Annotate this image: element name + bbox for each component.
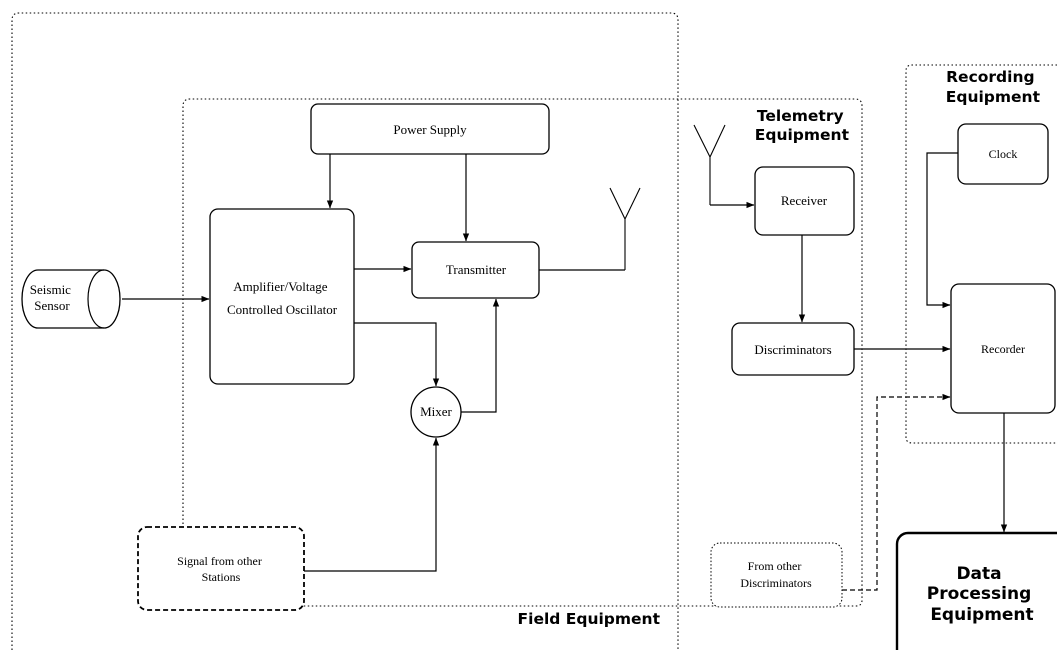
svg-text:Amplifier/Voltage Contro: Amplifier/Voltage Controlled Oscillator: [227, 279, 338, 317]
amplifier-to-mixer-arrow: [354, 322, 440, 387]
transmit-antenna-icon: [609, 187, 641, 270]
discriminators-node: Discriminators: [731, 322, 855, 376]
svg-text:Mixer: Mixer: [420, 404, 452, 419]
mixer-node: Mixer: [410, 386, 462, 438]
field-equipment-region: [11, 12, 679, 650]
transmitter-node: Transmitter: [411, 241, 540, 299]
other-discriminators-to-recorder-arrow: [842, 393, 951, 591]
mixer-to-transmitter-arrow: [461, 298, 500, 413]
svg-text:Discriminators: Discriminators: [754, 342, 831, 357]
svg-text:Data Processing Eq: Data Processing Equipment: [927, 564, 1037, 625]
telemetry-equipment-label: Telemetry Equipment: [755, 107, 850, 144]
power-supply-node: Power Supply: [310, 103, 550, 155]
signal-to-mixer-arrow: [304, 437, 440, 572]
clock-to-recorder-arrow: [926, 152, 958, 309]
signal-from-other-stations-node: Signal from other Stations: [137, 526, 305, 611]
receive-antenna-icon: [693, 124, 726, 205]
svg-text:Recorder: Recorder: [981, 342, 1025, 356]
from-other-discriminators-node: From other Discriminators: [710, 542, 843, 608]
data-processing-equipment-node: Data Processing Equipment: [895, 531, 1057, 650]
amplifier-vco-node: Amplifier/Voltage Controlled Oscillator: [209, 208, 355, 385]
telemetry-equipment-region: [182, 98, 863, 607]
recording-equipment-region: [905, 64, 1057, 444]
recording-equipment-label: Recording Equipment: [946, 68, 1041, 106]
receiver-node: Receiver: [754, 166, 855, 236]
svg-text:Transmitter: Transmitter: [446, 262, 507, 277]
svg-text:Receiver: Receiver: [781, 193, 828, 208]
svg-text:From other Discriminator: From other Discriminators: [740, 559, 812, 590]
svg-text:Power Supply: Power Supply: [393, 122, 467, 137]
svg-text:Seismic Sensor: Seismic Sensor: [30, 282, 74, 313]
recorder-node: Recorder: [950, 283, 1056, 414]
seismic-sensor-node: Seismic Sensor: [21, 269, 121, 329]
svg-text:Clock: Clock: [989, 147, 1018, 161]
svg-text:Signal from other Statio: Signal from other Stations: [177, 554, 265, 584]
clock-node: Clock: [957, 123, 1049, 185]
field-equipment-label: Field Equipment: [518, 610, 661, 628]
